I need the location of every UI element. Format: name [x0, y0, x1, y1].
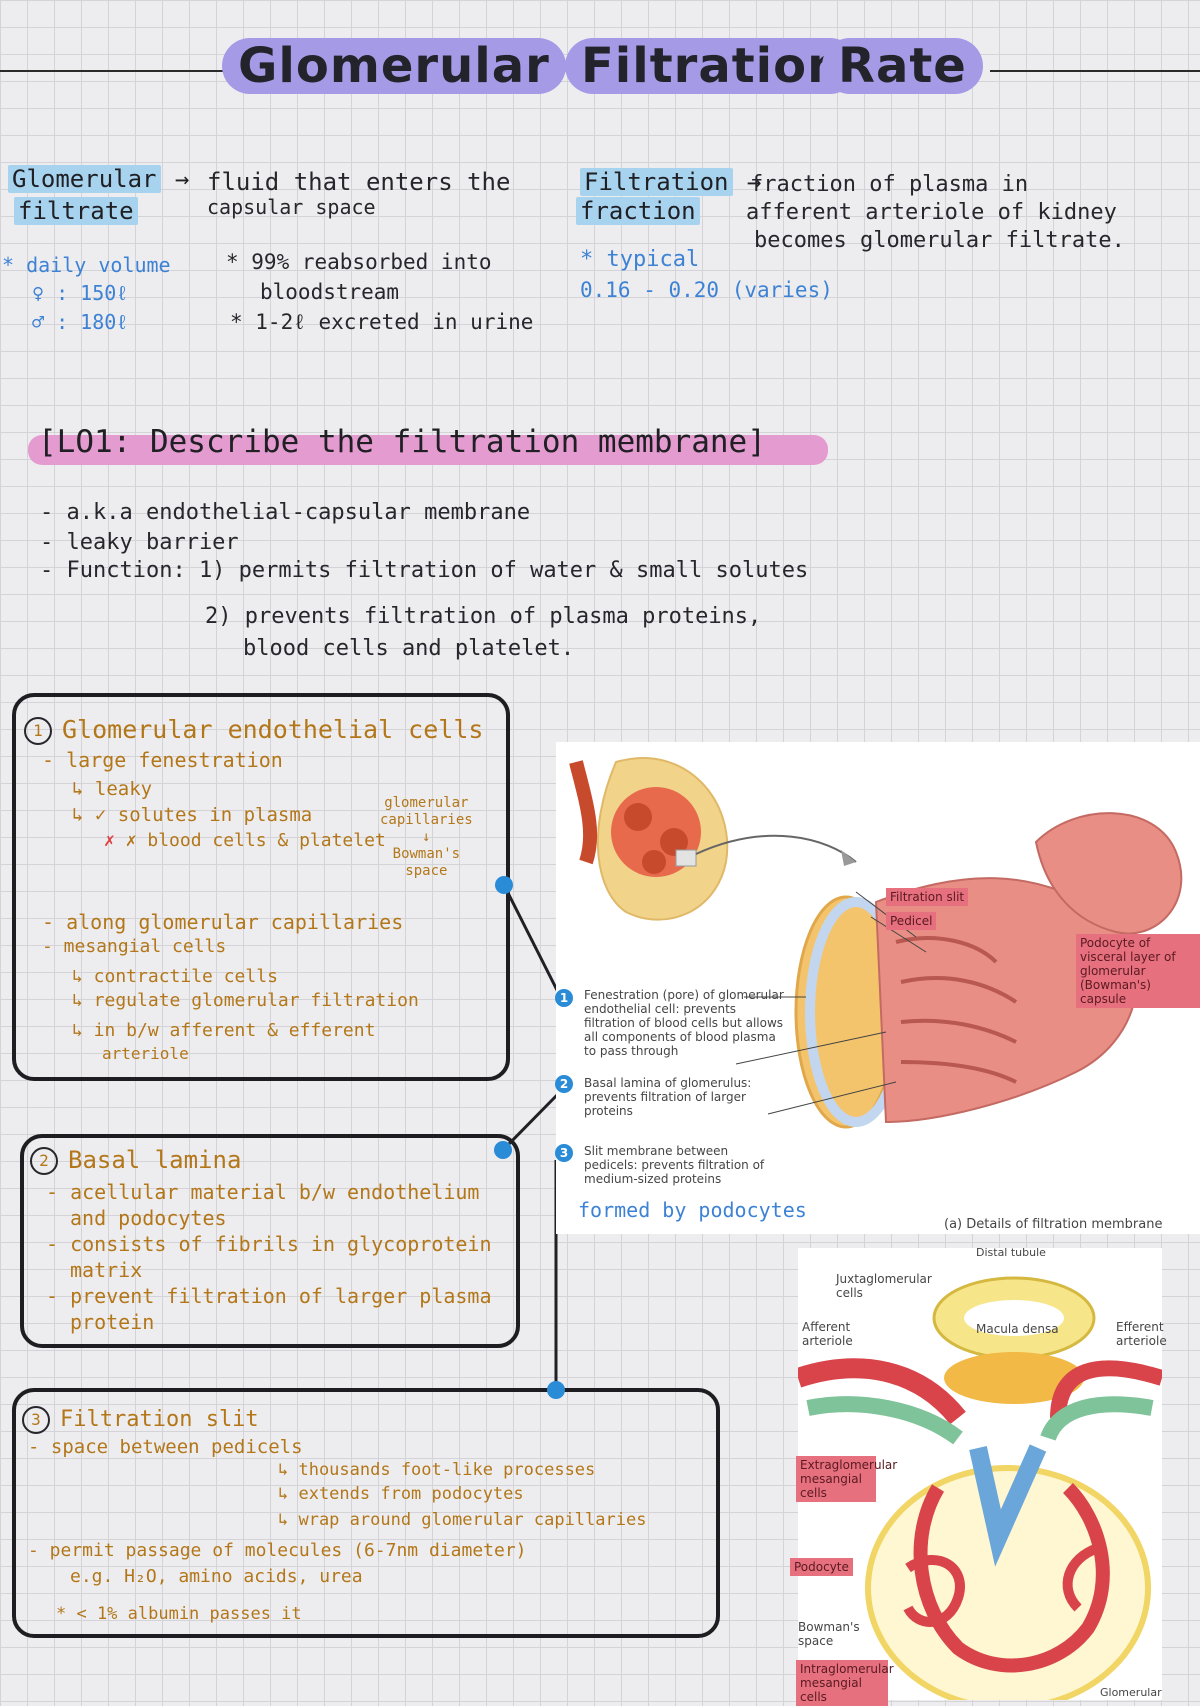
side-space: space	[405, 863, 448, 879]
page-title-word-1: Glomerular	[222, 38, 566, 94]
def-text-2: capsular space	[207, 195, 376, 219]
box2-l2: and podocytes	[70, 1206, 227, 1230]
box1-l4: ✗ ✗ blood cells & platelet	[104, 830, 386, 851]
page-title-word-3: Rate	[822, 38, 983, 94]
box1-l5: - along glomerular capillaries	[42, 910, 404, 934]
title-rule-right	[990, 70, 1200, 72]
box2-l4: matrix	[70, 1258, 143, 1282]
box3-heading: 3 Filtration slit	[22, 1406, 259, 1434]
label-glomerular: Glomerular	[1100, 1686, 1162, 1699]
def-text-1: fluid that enters the	[207, 168, 511, 196]
badge-1-icon: 1	[555, 989, 573, 1007]
formed-by-podocytes: formed by podocytes	[578, 1198, 807, 1222]
label-pedicel: Pedicel	[886, 912, 937, 930]
label-basal-lamina: Basal lamina of glomerulus: prevents fil…	[584, 1076, 752, 1118]
badge-3-icon: 3	[555, 1144, 573, 1162]
term-filtration: Filtration	[580, 168, 733, 196]
lo-highlight	[28, 435, 828, 465]
ff-def-2: afferent arteriole of kidney	[746, 200, 1117, 225]
ff-def-3: becomes glomerular filtrate.	[754, 228, 1125, 253]
box3-heading-text: Filtration slit	[60, 1407, 259, 1432]
box1-l6: - mesangial cells	[42, 936, 227, 957]
box1-heading-text: Glomerular endothelial cells	[62, 715, 484, 744]
box1-l1: - large fenestration	[42, 748, 283, 772]
female-volume: ♀ : 150ℓ	[32, 281, 129, 305]
box2-l6: protein	[70, 1310, 155, 1334]
def-filtration-fraction: Filtration →	[580, 168, 761, 196]
box1-l8: ↳ regulate glomerular filtration	[72, 990, 419, 1011]
label-slit-membrane: Slit membrane between pedicels: prevents…	[584, 1144, 765, 1186]
label-afferent-arteriole: Afferent arteriole	[802, 1320, 853, 1348]
label-podocyte-visceral: Podocyte of visceral layer of glomerular…	[1076, 934, 1200, 1008]
box3-l3: ↳ extends from podocytes	[278, 1484, 524, 1504]
box1-side: glomerular capillaries ↓ Bowman's space	[380, 795, 473, 880]
juxtaglomerular-illustration	[798, 1276, 1162, 1700]
box2-l5: - prevent filtration of larger plasma	[46, 1284, 492, 1308]
box2-l1: - acellular material b/w endothelium	[46, 1180, 480, 1204]
arrow-icon: →	[174, 165, 190, 193]
number-1-icon: 1	[24, 717, 52, 745]
ff-range: 0.16 - 0.20 (varies)	[580, 278, 833, 302]
label-juxta-cells: Juxtaglomerular cells	[836, 1272, 932, 1300]
lo-bullet-3: - Function: 1) permits filtration of wat…	[40, 558, 809, 583]
box3-l2: ↳ thousands foot-like processes	[278, 1460, 596, 1480]
box1-l2: ↳ leaky	[72, 778, 153, 800]
box1-l9: ↳ in b/w afferent & efferent	[72, 1020, 376, 1041]
lo-bullet-1: - a.k.a endothelial-capsular membrane	[40, 500, 531, 525]
box1-l10: arteriole	[102, 1044, 189, 1063]
term-fraction: fraction	[576, 197, 700, 225]
term-filtrate: filtrate	[14, 197, 138, 225]
label-extraglomerular: Extraglomerular mesangial cells	[796, 1456, 897, 1502]
male-volume: ♂ : 180ℓ	[32, 310, 129, 334]
label-macula-densa: Macula densa	[976, 1322, 1059, 1336]
label-bowmans-space: Bowman's space	[798, 1620, 860, 1648]
box3-l5: - permit passage of molecules (6-7nm dia…	[28, 1540, 527, 1561]
badge-2-icon: 2	[555, 1075, 573, 1093]
lo-func-2a: 2) prevents filtration of plasma protein…	[205, 604, 762, 629]
term-glomerular: Glomerular	[8, 165, 161, 193]
box1-heading: 1 Glomerular endothelial cells	[24, 715, 483, 745]
label-filtration-slit: Filtration slit	[886, 888, 969, 906]
number-2-icon: 2	[30, 1147, 58, 1175]
note-reabsorbed: * 99% reabsorbed into	[226, 250, 492, 274]
box2-heading: 2 Basal lamina	[30, 1146, 241, 1175]
ff-def-1: fraction of plasma in	[750, 172, 1029, 197]
box1-l7: ↳ contractile cells	[72, 966, 278, 987]
note-bloodstream: bloodstream	[260, 280, 400, 304]
label-fenestration: Fenestration (pore) of glomerular endoth…	[584, 988, 784, 1058]
down-arrow-icon: ↓	[422, 829, 431, 845]
term-fraction-text: fraction	[576, 197, 700, 225]
term-filtrate-text: filtrate	[14, 197, 138, 225]
box2-heading-text: Basal lamina	[68, 1146, 242, 1174]
label-efferent-arteriole: Efferent arteriole	[1116, 1320, 1167, 1348]
label-distal-tubule: Distal tubule	[976, 1246, 1046, 1259]
box1-l3: ↳ ✓ solutes in plasma	[72, 804, 313, 826]
def-glomerular-filtrate: Glomerular →	[8, 165, 189, 193]
lo-bullet-2: - leaky barrier	[40, 530, 239, 555]
box3-l6: e.g. H₂O, amino acids, urea	[70, 1566, 363, 1587]
box3-l1: - space between pedicels	[28, 1436, 303, 1458]
daily-volume: * daily volume	[2, 253, 171, 277]
arrow-icon: →	[746, 168, 762, 196]
box-filtration-slit	[12, 1388, 720, 1638]
title-rule-left	[0, 70, 225, 72]
side-glomerular: glomerular	[384, 795, 469, 811]
cross-icon: ✗	[104, 830, 115, 851]
box2-l3: - consists of fibrils in glycoprotein	[46, 1232, 492, 1256]
label-intraglomerular: Intraglomerular mesangial cells	[796, 1660, 894, 1706]
lo-func-2b: blood cells and platelet.	[243, 636, 575, 661]
page-title-word-2: Filtration	[565, 38, 859, 94]
box1-l4-text: ✗ blood cells & platelet	[125, 830, 386, 851]
note-excreted: * 1-2ℓ excreted in urine	[230, 310, 534, 334]
side-capillaries: capillaries	[380, 812, 473, 828]
figure-a-caption: (a) Details of filtration membrane	[944, 1217, 1163, 1232]
box3-l4: ↳ wrap around glomerular capillaries	[278, 1510, 647, 1530]
ff-typical: * typical	[580, 247, 700, 272]
side-bowmans: Bowman's	[392, 846, 461, 862]
box-basal-lamina	[20, 1134, 520, 1348]
label-podocyte: Podocyte	[790, 1558, 853, 1576]
box3-l7: * < 1% albumin passes it	[56, 1604, 302, 1624]
number-3-icon: 3	[22, 1406, 50, 1434]
lo-heading: [LO1: Describe the filtration membrane]	[38, 424, 766, 460]
